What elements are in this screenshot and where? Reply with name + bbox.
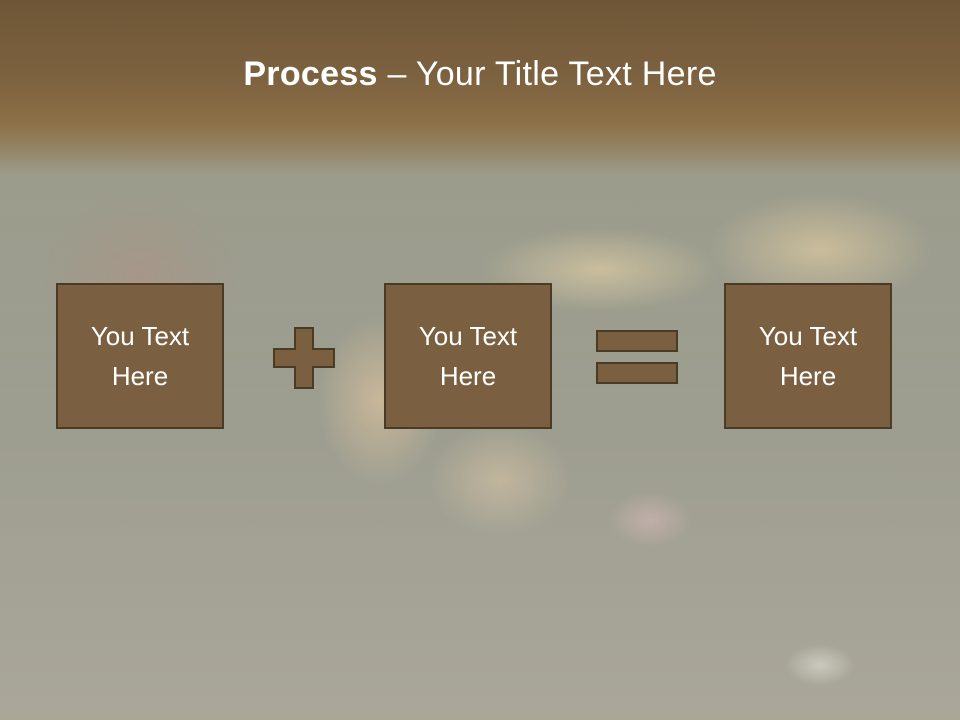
title-band <box>0 0 960 175</box>
process-box-line-2: Here <box>439 361 497 391</box>
process-box-3[interactable]: You Text Here <box>724 283 892 429</box>
title-bold: Process <box>243 55 378 93</box>
process-box-line-2: Here <box>111 361 169 391</box>
process-box-1[interactable]: You Text Here <box>56 283 224 429</box>
process-box-text: You Text Here <box>743 316 873 396</box>
slide-title[interactable]: Process – Your Title Text Here <box>0 52 960 96</box>
process-box-line-1: You Text <box>758 321 858 351</box>
equals-icon <box>596 330 678 384</box>
process-box-line-1: You Text <box>418 321 518 351</box>
process-box-text: You Text Here <box>403 316 533 396</box>
plus-icon <box>273 327 335 389</box>
process-box-line-1: You Text <box>90 321 190 351</box>
process-box-text: You Text Here <box>75 316 205 396</box>
title-separator: – <box>377 55 416 93</box>
process-box-line-2: Here <box>779 361 837 391</box>
process-box-2[interactable]: You Text Here <box>384 283 552 429</box>
title-text: Your Title Text Here <box>415 55 717 93</box>
